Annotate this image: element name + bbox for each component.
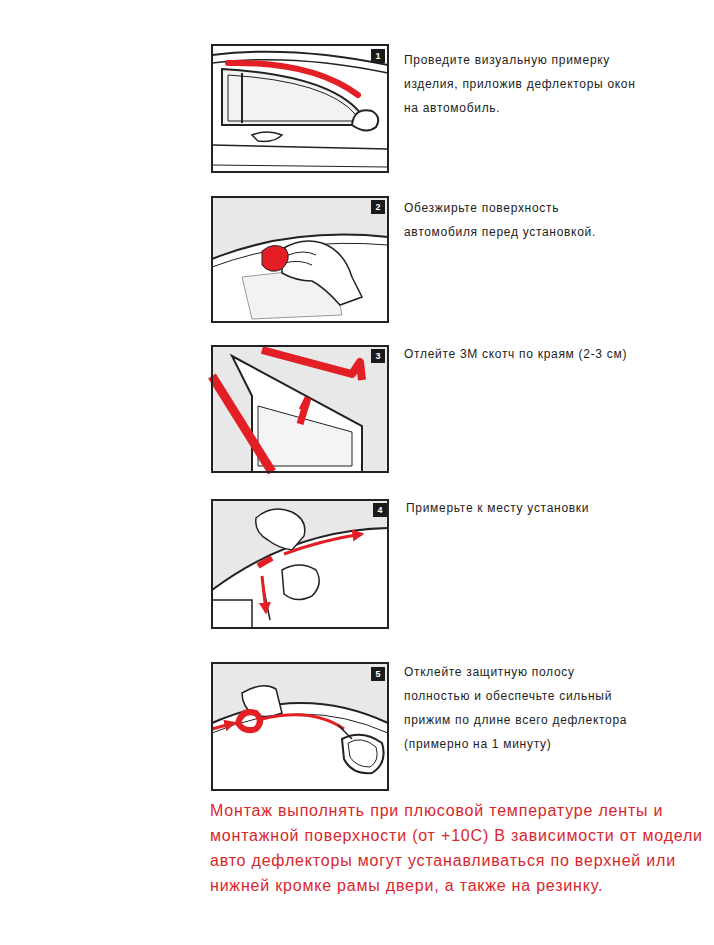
callout-number: 3 <box>375 352 380 361</box>
step-instruction: Проведите визуальную примерку изделия, п… <box>404 48 636 120</box>
step-instruction: Отлейте 3М скотч по краям (2-3 см) <box>404 342 636 366</box>
callout-number-box: 4 <box>373 503 387 517</box>
panel-frame <box>212 197 388 322</box>
warning-note: Монтаж выполнять при плюсовой температур… <box>210 798 706 898</box>
callout-number: 1 <box>375 52 380 61</box>
callout-number: 4 <box>377 506 382 515</box>
degrease-panel <box>212 197 388 322</box>
callout-number-box: 5 <box>371 667 385 681</box>
step-instruction: Обезжирьте поверхность автомобиля перед … <box>404 196 636 244</box>
tape-panel <box>212 346 388 472</box>
callout-number-box: 3 <box>371 349 385 363</box>
callout-number-box: 2 <box>371 200 385 214</box>
panel-frame <box>212 500 388 628</box>
callout-number-box: 1 <box>371 49 385 63</box>
panel-frame <box>212 663 388 790</box>
fit-panel <box>212 500 388 628</box>
panel-frame <box>212 346 388 472</box>
callout-number: 5 <box>375 670 380 679</box>
panel-frame <box>212 45 388 172</box>
callout-number: 2 <box>375 203 380 212</box>
step-instruction: Примерьте к месту установки <box>406 496 638 520</box>
door-panel <box>212 45 388 172</box>
press-panel <box>212 663 388 790</box>
step-instruction: Отклейте защитную полосу полностью и обе… <box>404 660 636 756</box>
